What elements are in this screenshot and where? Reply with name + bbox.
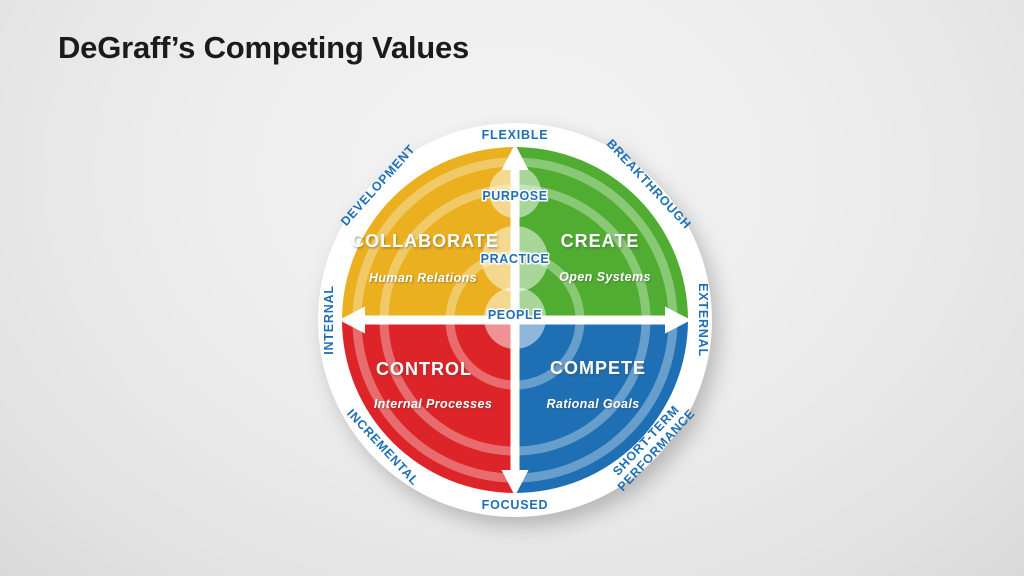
axis-label-internal: INTERNAL — [322, 285, 336, 355]
quadrant-compete — [515, 320, 688, 493]
quadrant-collaborate — [342, 147, 515, 320]
core-label-purpose: PURPOSE — [482, 189, 547, 203]
axis-label-focused: FOCUSED — [482, 498, 549, 512]
quadrant-subtitle-internal-processes: Internal Processes — [374, 397, 492, 411]
quadrant-label-collaborate: COLLABORATE — [351, 231, 499, 251]
quadrant-label-create: CREATE — [561, 231, 640, 251]
competing-values-circle: FLEXIBLE FOCUSED INTERNAL EXTERNAL DEVEL… — [318, 123, 712, 517]
quadrant-subtitle-human-relations: Human Relations — [369, 271, 477, 285]
page-title: DeGraff’s Competing Values — [58, 30, 470, 65]
horizontal-axis-arrow — [339, 306, 691, 334]
axis-label-flexible: FLEXIBLE — [482, 128, 549, 142]
core-label-practice: PRACTICE — [481, 252, 550, 266]
axis-label-external: EXTERNAL — [696, 283, 710, 357]
quadrant-subtitle-rational-goals: Rational Goals — [546, 397, 639, 411]
competing-values-diagram: FLEXIBLE FOCUSED INTERNAL EXTERNAL DEVEL… — [305, 110, 725, 530]
quadrant-control — [342, 320, 515, 493]
core-label-people: PEOPLE — [488, 308, 542, 322]
quadrant-create — [515, 147, 688, 320]
quadrant-label-compete: COMPETE — [550, 358, 646, 378]
quadrant-subtitle-open-systems: Open Systems — [559, 270, 651, 284]
quadrant-label-control: CONTROL — [376, 359, 472, 379]
